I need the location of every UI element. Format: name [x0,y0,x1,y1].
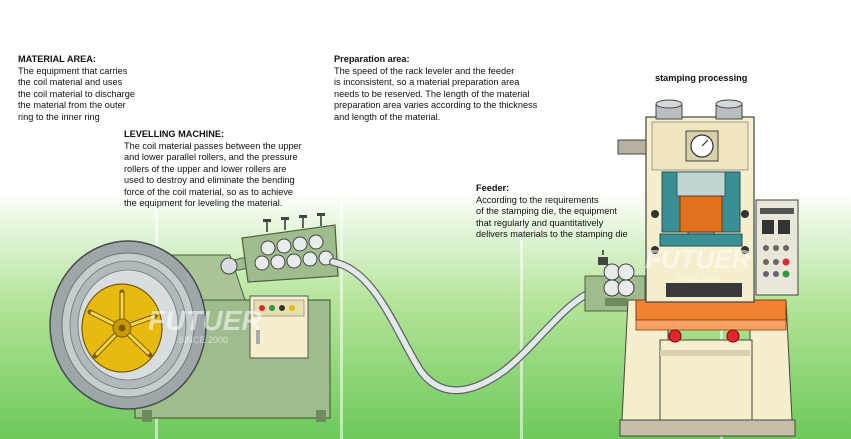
preparation-area-body: The speed of the rack leveler and the fe… [334,65,538,122]
levelling-machine-text: LEVELLING MACHINE: The coil material pas… [124,129,354,210]
stamping-processing-text: stamping processing [655,73,795,85]
material-area-text: MATERIAL AREA: The equipment that carrie… [18,54,188,123]
preparation-area-text: Preparation area: The speed of the rack … [334,54,594,123]
background-stripe [340,0,343,439]
background-stripe [520,0,523,439]
watermark-futuer-left: FUTUER SINCE 2000 [148,305,262,345]
preparation-area-title: Preparation area: [334,54,410,64]
material-area-title: MATERIAL AREA: [18,54,96,64]
feeder-text: Feeder: According to the requirements of… [476,183,656,241]
levelling-machine [220,213,339,283]
material-strip [329,258,616,395]
svg-text:FUTUER: FUTUER [148,305,262,336]
stamping-processing-title: stamping processing [655,73,748,83]
material-area-body: The equipment that carries the coil mate… [18,65,135,122]
levelling-machine-body: The coil material passes between the upp… [124,140,302,209]
decoiler-machine [49,237,336,422]
stamping-press [617,99,799,437]
svg-text:FUTUER: FUTUER [645,244,751,274]
feeder-body: According to the requirements of the sta… [476,194,628,240]
svg-text:SINCE 2000: SINCE 2000 [675,274,720,283]
feeder-title: Feeder: [476,183,510,193]
watermark-futuer-right: FUTUER SINCE 2000 [645,244,751,283]
levelling-machine-title: LEVELLING MACHINE: [124,129,225,139]
svg-text:SINCE 2000: SINCE 2000 [178,335,228,345]
background-stripe [155,0,158,439]
leveller-rollers [254,234,334,271]
